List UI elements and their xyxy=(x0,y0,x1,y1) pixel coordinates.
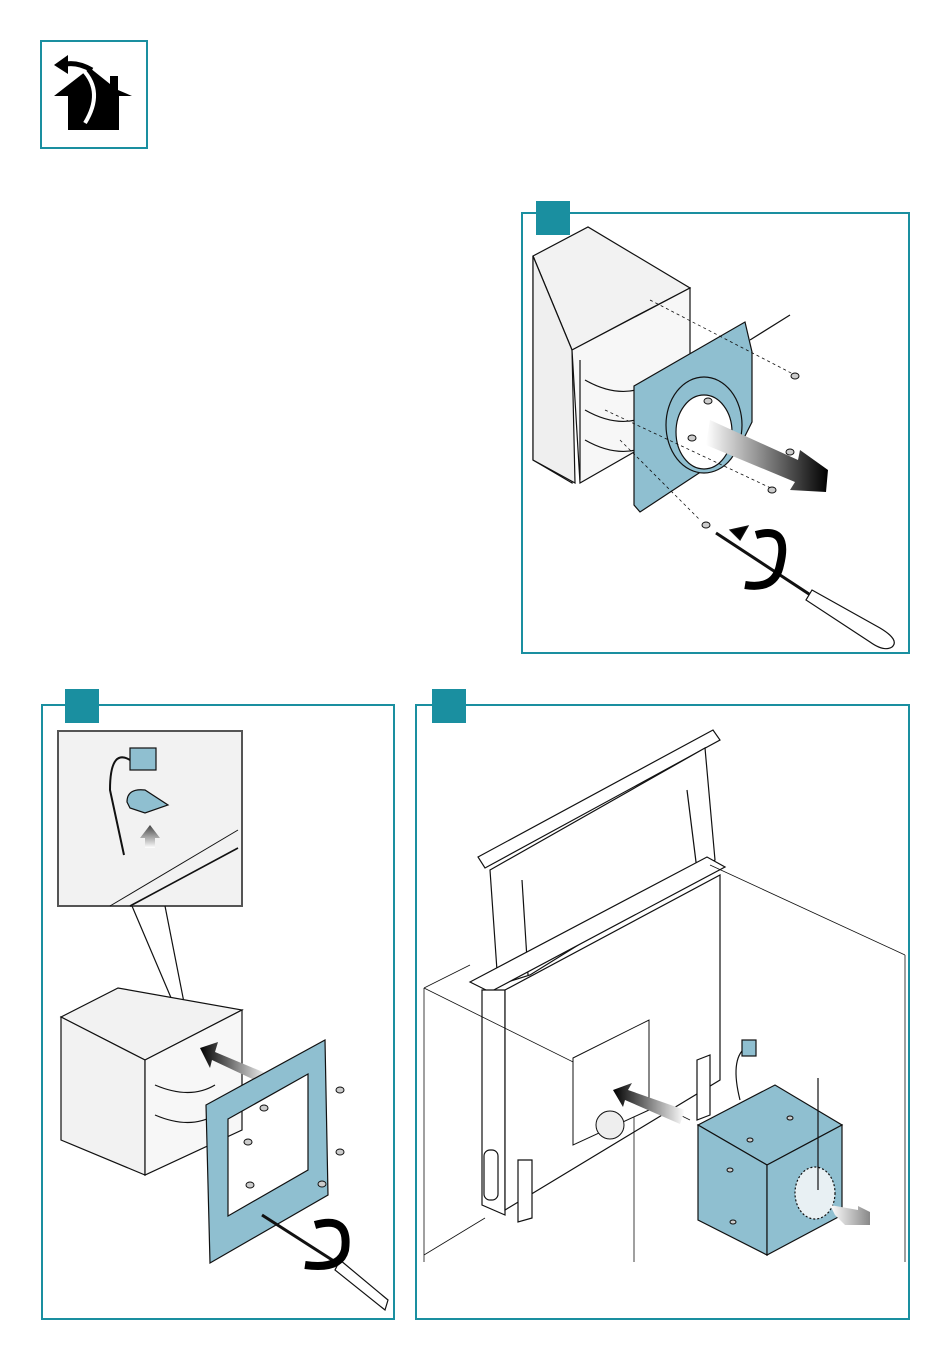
step-c-panel xyxy=(415,704,910,1320)
step-b-panel xyxy=(41,704,395,1320)
step-a-panel xyxy=(521,212,910,654)
step-c-badge xyxy=(432,689,466,723)
exhaust-mode-icon-frame xyxy=(40,40,148,149)
step-a-badge xyxy=(536,201,570,235)
step-b-badge xyxy=(65,689,99,723)
